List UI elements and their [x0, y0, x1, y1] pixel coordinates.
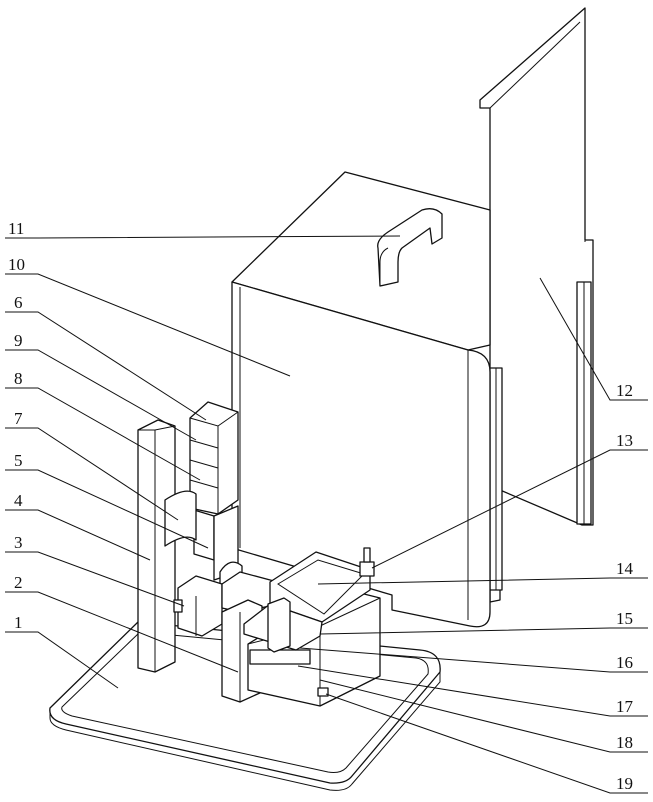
- label-15: 15: [616, 609, 633, 628]
- label-10: 10: [8, 255, 25, 274]
- label-6: 6: [14, 293, 23, 312]
- label-11: 11: [8, 219, 24, 238]
- label-12: 12: [616, 381, 633, 400]
- label-7: 7: [14, 409, 23, 428]
- label-1: 1: [14, 613, 23, 632]
- label-8: 8: [14, 369, 23, 388]
- label-17: 17: [616, 697, 634, 716]
- main-housing: [232, 172, 490, 627]
- label-16: 16: [616, 653, 633, 672]
- label-13: 13: [616, 431, 633, 450]
- label-18: 18: [616, 733, 633, 752]
- label-9: 9: [14, 331, 23, 350]
- label-4: 4: [14, 491, 23, 510]
- back-panel: [480, 8, 593, 602]
- label-3: 3: [14, 533, 23, 552]
- label-19: 19: [616, 774, 633, 793]
- holder: [268, 598, 290, 652]
- label-5: 5: [14, 451, 23, 470]
- vertical-drive: [165, 402, 242, 590]
- label-14: 14: [616, 559, 634, 578]
- label-2: 2: [14, 573, 23, 592]
